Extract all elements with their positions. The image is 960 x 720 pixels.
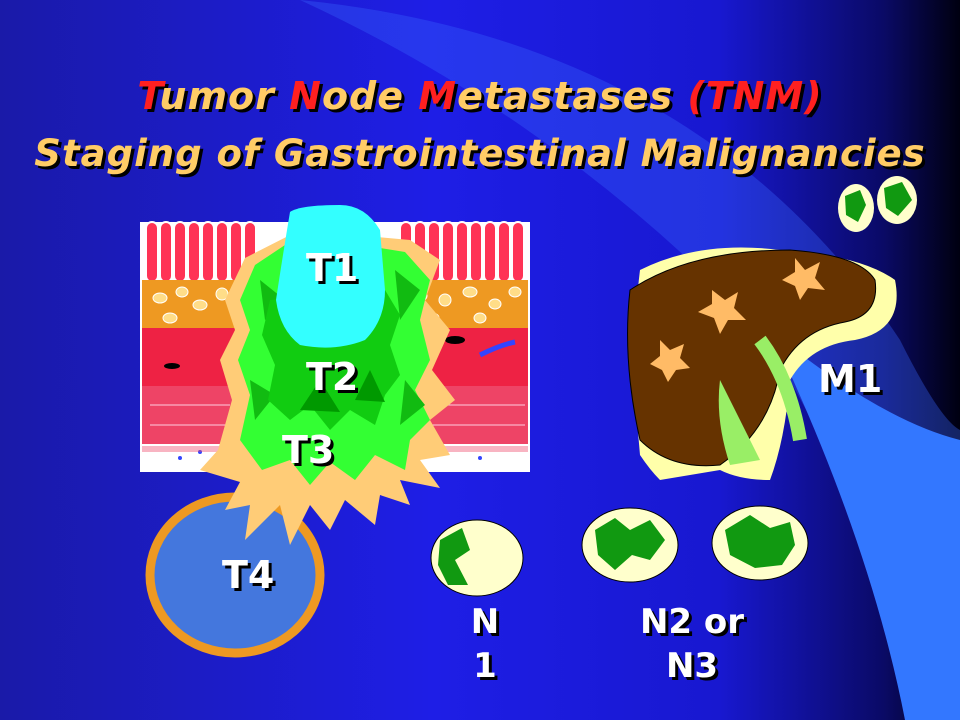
title-segment: ode — [321, 74, 419, 118]
title-line-1: Tumor Node Metastases (TNM) — [0, 74, 960, 118]
title-segment: M — [418, 74, 458, 118]
lymph-node-n3 — [711, 505, 809, 581]
label-n1-line1: N — [470, 602, 500, 642]
tumor-t1 — [276, 205, 385, 348]
title-segment: (TNM) — [687, 74, 823, 118]
label-n1: N 1 — [455, 600, 515, 688]
title-segment: umor — [159, 74, 290, 118]
label-t4: T4 — [222, 553, 275, 597]
label-n1-line2: 1 — [473, 646, 497, 686]
title-segment: etastases — [457, 74, 688, 118]
lymph-node-n2 — [581, 507, 679, 583]
liver — [627, 247, 897, 480]
title-segment: T — [137, 74, 160, 118]
label-m1: M1 — [818, 357, 883, 401]
label-t1: T1 — [306, 246, 359, 290]
label-t3: T3 — [282, 428, 335, 472]
metastatic-node-1 — [838, 184, 874, 232]
metastatic-node-2 — [877, 176, 917, 224]
title-segment: N — [289, 74, 322, 118]
lymph-node-n1 — [430, 519, 524, 597]
label-t2: T2 — [306, 355, 359, 399]
background-ribbon — [770, 330, 960, 720]
label-n2-n3: N2 or N3 — [612, 600, 772, 688]
title-line-2: Staging of Gastrointestinal Malignancies — [34, 132, 926, 175]
label-n2-n3-line1: N2 or — [639, 602, 745, 642]
label-n2-n3-line2: N3 — [665, 646, 719, 686]
